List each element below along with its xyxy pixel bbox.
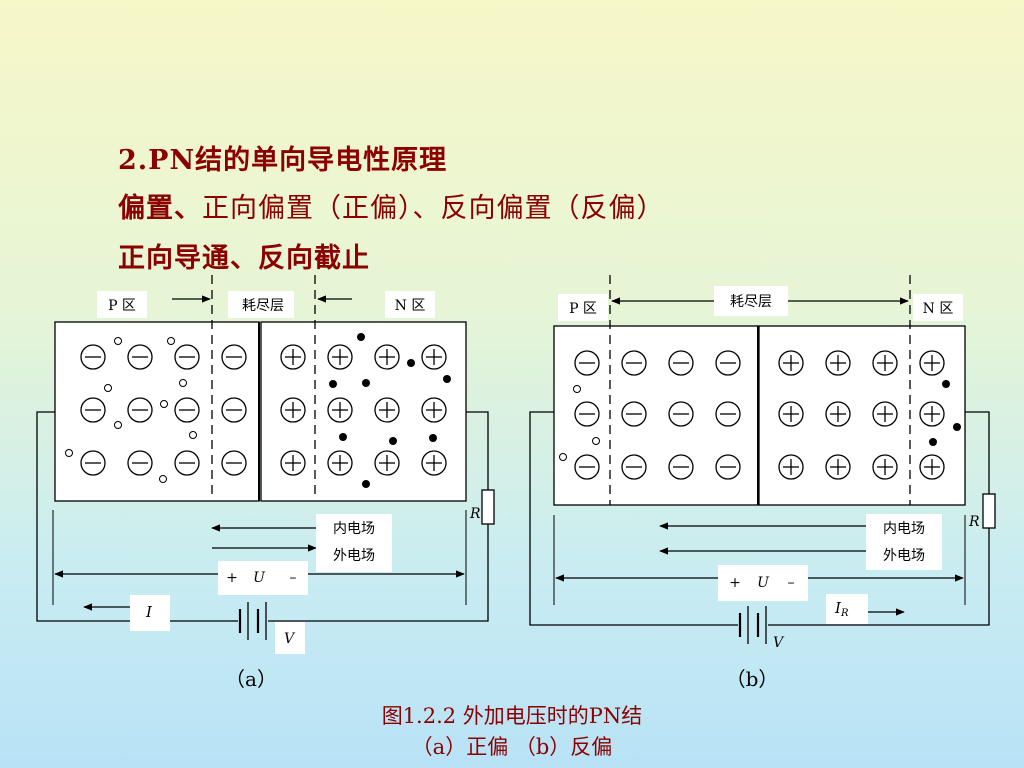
conduction-line: 正向导通、反向截止: [118, 243, 370, 274]
pos-ion: [374, 450, 400, 476]
current-label-a: I: [145, 603, 153, 621]
n-region-label-a: N 区: [395, 298, 426, 314]
neg-ion: [715, 401, 741, 427]
negative-ions-a: [80, 344, 247, 476]
pos-ion: [374, 397, 400, 423]
outer-field-label-b: 外电场: [883, 548, 925, 564]
neg-ion: [621, 401, 647, 427]
pos-ion: [327, 450, 353, 476]
diagram-b: P 区 耗尽层 N 区: [529, 275, 996, 691]
bias-label: 偏置、: [118, 193, 202, 224]
battery-b: [738, 606, 767, 644]
neg-ion: [668, 454, 694, 480]
pos-ion: [825, 350, 851, 376]
minus-sign-a: –: [290, 570, 297, 586]
neg-ion: [574, 454, 600, 480]
pos-ion: [280, 450, 306, 476]
p-region-label-b: P 区: [569, 301, 597, 317]
voltage-label-a: U: [253, 570, 266, 586]
neg-ion: [127, 344, 153, 370]
holes-b: [559, 385, 600, 461]
electrons-b: [929, 380, 961, 446]
neg-ion: [174, 450, 200, 476]
pos-ion: [919, 454, 945, 480]
pos-ion: [872, 350, 898, 376]
page-title: 2.PN结的单向导电性原理: [118, 145, 448, 176]
electrons-a: [329, 333, 451, 488]
figure-subcaption: （a）正偏 （b）反偏: [411, 735, 613, 759]
battery-label-b: V: [773, 635, 785, 651]
neg-ion: [715, 454, 741, 480]
neg-ion: [221, 344, 247, 370]
resistor-b: [982, 493, 996, 529]
resistor-label-a: R: [469, 506, 481, 522]
neg-ion: [221, 450, 247, 476]
neg-ion: [621, 350, 647, 376]
pos-ion: [327, 344, 353, 370]
pos-ion: [919, 401, 945, 427]
figure-caption: 图1.2.2 外加电压时的PN结: [381, 704, 643, 728]
pos-ion: [280, 397, 306, 423]
pos-ion: [327, 397, 353, 423]
inner-field-label-a: 内电场: [333, 521, 375, 537]
neg-ion: [715, 350, 741, 376]
pos-ion: [280, 344, 306, 370]
pos-ion: [778, 350, 804, 376]
pos-ion: [872, 454, 898, 480]
wire-left-b: [529, 411, 738, 626]
neg-ion: [174, 344, 200, 370]
plus-sign-b: +: [729, 575, 741, 591]
pos-ion: [825, 454, 851, 480]
diagram-b-label: （b）: [726, 667, 779, 691]
plus-sign-a: +: [226, 570, 238, 586]
depletion-label-a: 耗尽层: [242, 298, 284, 314]
pos-ion: [374, 344, 400, 370]
neg-ion: [80, 344, 106, 370]
pos-ion: [421, 344, 447, 370]
pos-ion: [421, 450, 447, 476]
p-region-box-b: [553, 325, 759, 506]
resistor-a: [481, 489, 495, 525]
positive-ions-a: [280, 344, 447, 476]
pos-ion: [421, 397, 447, 423]
resistor-label-b: R: [968, 514, 980, 530]
pos-ion: [872, 401, 898, 427]
battery-a: [238, 602, 267, 640]
battery-label-a: V: [284, 631, 296, 647]
neg-ion: [127, 397, 153, 423]
neg-ion: [221, 397, 247, 423]
neg-ion: [174, 397, 200, 423]
n-region-box-b: [758, 325, 966, 506]
neg-ion: [574, 401, 600, 427]
n-region-label-b: N 区: [923, 301, 954, 317]
pos-ion: [778, 401, 804, 427]
current-label-b: IR: [834, 599, 849, 619]
pos-ion: [778, 454, 804, 480]
diagram-a: P 区 耗尽层 N 区: [36, 275, 495, 691]
neg-ion: [80, 450, 106, 476]
neg-ion: [668, 350, 694, 376]
neg-ion: [574, 350, 600, 376]
diagram-a-label: （a）: [225, 667, 277, 691]
bias-line: 偏置、正向偏置（正偏）、反向偏置（反偏）: [118, 186, 665, 225]
n-region-box-a: [260, 321, 467, 502]
neg-ion: [668, 401, 694, 427]
neg-ion: [80, 397, 106, 423]
minus-sign-b: –: [788, 575, 795, 591]
pos-ion: [825, 401, 851, 427]
neg-ion: [127, 450, 153, 476]
pos-ion: [919, 350, 945, 376]
holes-a: [65, 337, 197, 483]
negative-ions-b: [574, 350, 741, 480]
bias-types: 正向偏置（正偏）、反向偏置（反偏）: [202, 193, 665, 224]
p-region-label-a: P 区: [108, 298, 136, 314]
neg-ion: [621, 454, 647, 480]
voltage-label-b: U: [757, 575, 770, 591]
inner-field-label-b: 内电场: [883, 521, 925, 537]
positive-ions-b: [778, 350, 945, 480]
depletion-label-b: 耗尽层: [730, 294, 772, 310]
outer-field-label-a: 外电场: [333, 548, 375, 564]
